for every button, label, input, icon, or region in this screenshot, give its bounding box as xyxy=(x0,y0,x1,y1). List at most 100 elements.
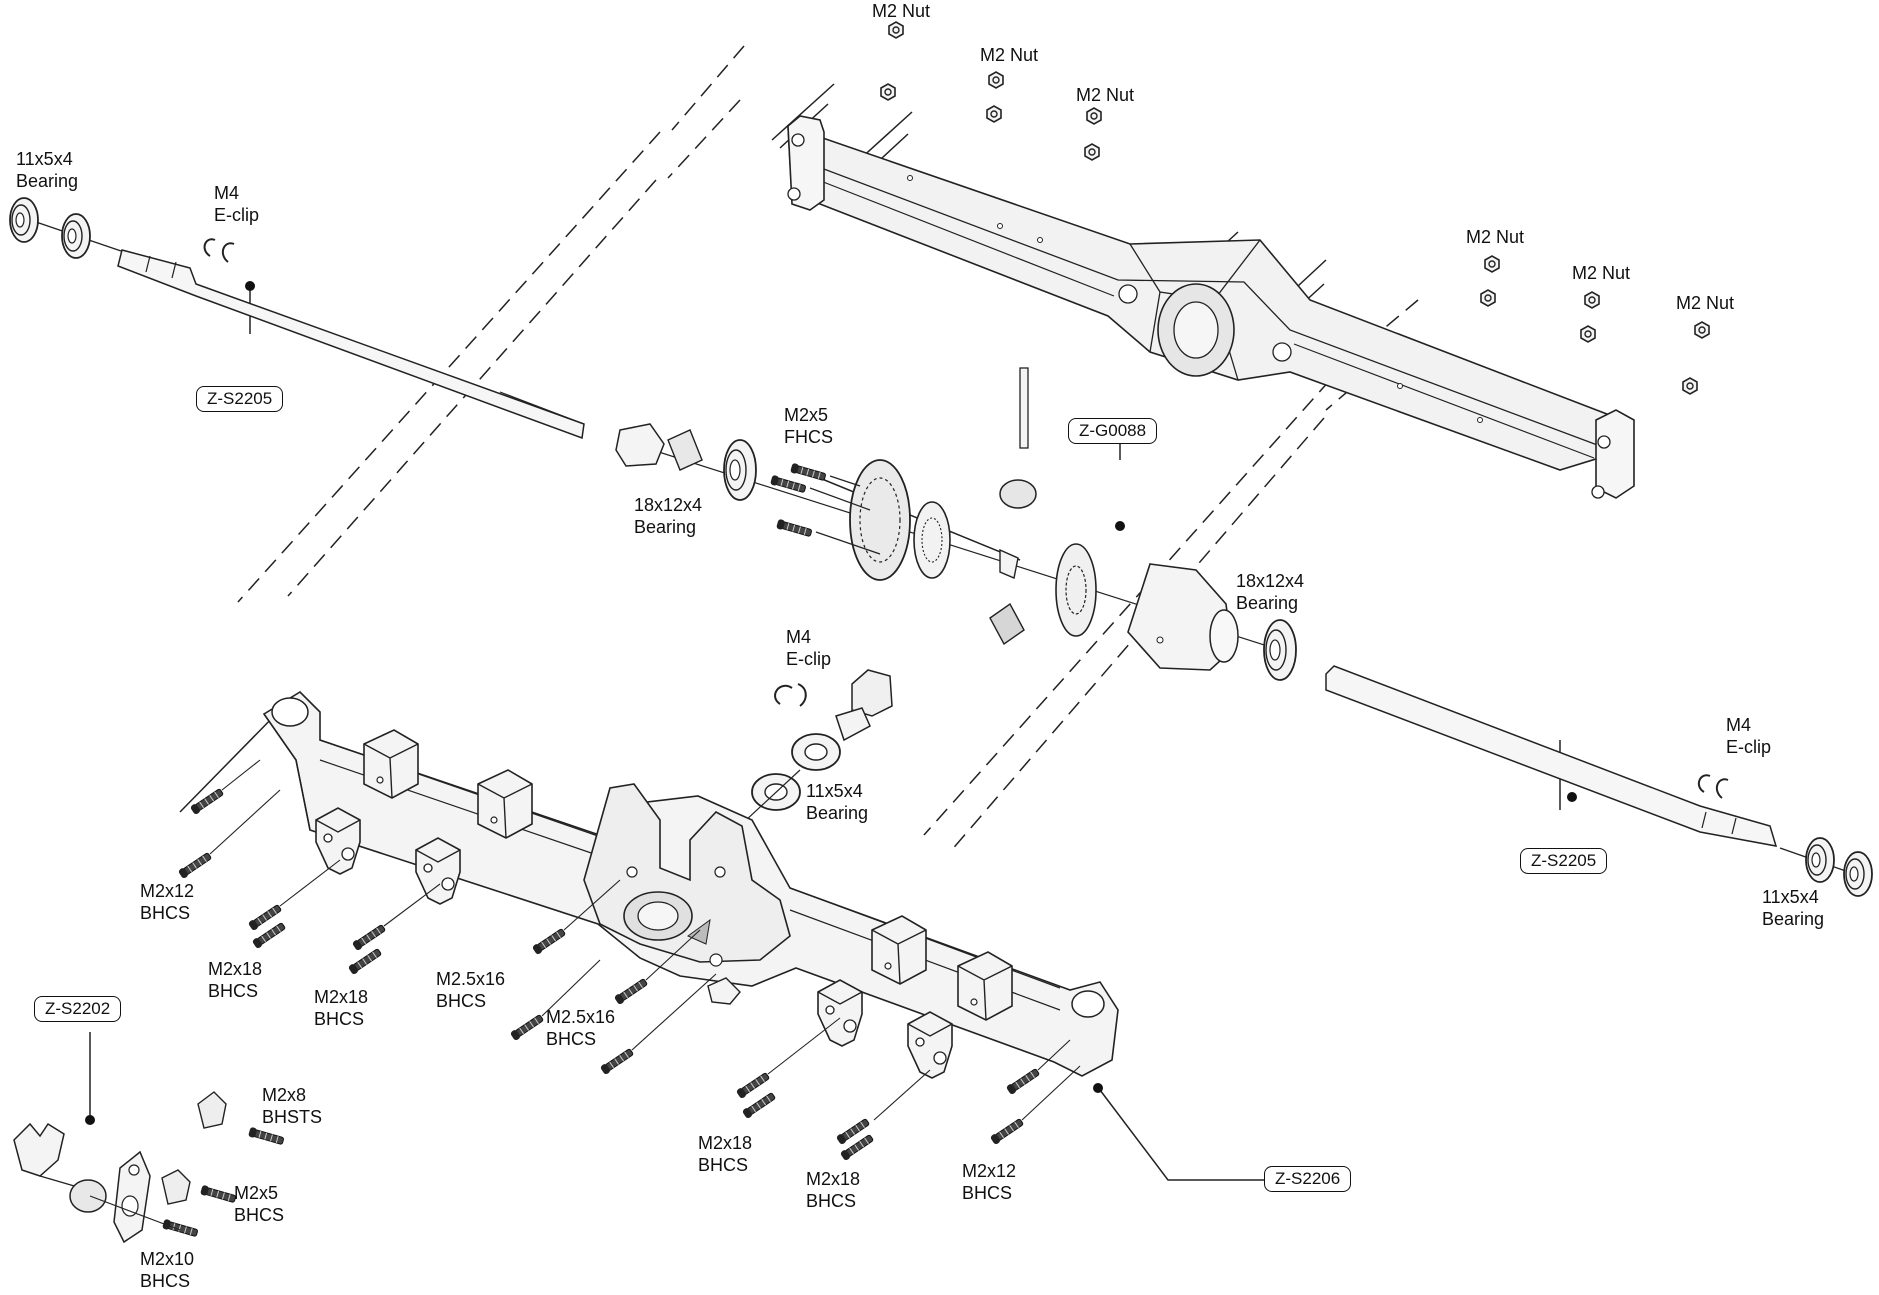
label-m25x16-bhcs: M2.5x16 BHCS xyxy=(436,968,505,1012)
label-line: 18x12x4 xyxy=(1236,571,1305,591)
label-line: Bearing xyxy=(16,171,79,191)
label-line: BHCS xyxy=(234,1205,285,1225)
label-line: M2x18 xyxy=(314,987,369,1007)
label-m2-nut: M2 Nut xyxy=(980,44,1038,66)
label-m4-eclip: M4 E-clip xyxy=(214,182,259,226)
label-line: BHCS xyxy=(140,903,191,923)
label-line: M2 Nut xyxy=(872,1,931,21)
label-line: Bearing xyxy=(634,517,697,537)
leader-dot xyxy=(245,281,255,291)
label-m4-eclip: M4 E-clip xyxy=(1726,714,1771,758)
guide-line xyxy=(671,45,745,131)
upper-axle-housing xyxy=(787,115,1635,499)
label-line: M2x12 xyxy=(140,881,195,901)
label-m2x18-bhcs: M2x18 BHCS xyxy=(208,958,262,1002)
label-line: E-clip xyxy=(214,205,260,225)
label-m2x12-bhcs: M2x12 BHCS xyxy=(962,1160,1016,1204)
label-11x5x4-bearing: 11x5x4 Bearing xyxy=(16,148,78,192)
nut-icon xyxy=(1682,377,1698,395)
label-line: M2x12 xyxy=(962,1161,1017,1181)
label-m2-nut: M2 Nut xyxy=(1572,262,1630,284)
label-line: BHSTS xyxy=(262,1107,323,1127)
label-m2x5-bhcs: M2x5 BHCS xyxy=(234,1182,284,1226)
label-line: Bearing xyxy=(1236,593,1299,613)
label-line: Bearing xyxy=(1762,909,1825,929)
lower-axle-housing xyxy=(262,690,1119,1079)
left-axle-shaft xyxy=(9,197,585,440)
label-line: FHCS xyxy=(784,427,833,447)
label-line: M4 xyxy=(1726,715,1752,735)
label-18x12x4-bearing: 18x12x4 Bearing xyxy=(634,494,702,538)
label-line: M2x5 xyxy=(784,405,829,425)
label-line: M2x10 xyxy=(140,1249,195,1269)
label-line: BHCS xyxy=(546,1029,597,1049)
differential-group xyxy=(615,367,1297,681)
label-line: M2x18 xyxy=(806,1169,861,1189)
label-line: M2 Nut xyxy=(1676,293,1735,313)
leader-dots xyxy=(85,281,1577,1125)
label-line: M4 xyxy=(786,627,812,647)
label-18x12x4-bearing: 18x12x4 Bearing xyxy=(1236,570,1304,614)
leader-dot xyxy=(1115,521,1125,531)
label-m25x16-bhcs: M2.5x16 BHCS xyxy=(546,1006,615,1050)
nut-icon xyxy=(1580,325,1596,343)
label-line: M2x5 xyxy=(234,1183,279,1203)
label-m2x8-bhsts: M2x8 BHSTS xyxy=(262,1084,322,1128)
label-line: BHCS xyxy=(698,1155,749,1175)
label-m2x18-bhcs: M2x18 BHCS xyxy=(314,986,368,1030)
nut-icon xyxy=(1584,291,1600,309)
part-tag-z-s2206: Z-S2206 xyxy=(1264,1166,1352,1192)
label-line: M4 xyxy=(214,183,240,203)
label-line: BHCS xyxy=(806,1191,857,1211)
label-m4-eclip: M4 E-clip xyxy=(786,626,831,670)
label-m2-nut: M2 Nut xyxy=(1676,292,1734,314)
label-line: M2x18 xyxy=(208,959,263,979)
part-tag-z-s2205: Z-S2205 xyxy=(1520,848,1608,874)
nut-icon xyxy=(1480,289,1496,307)
label-line: 11x5x4 xyxy=(1762,887,1819,907)
label-m2-nut: M2 Nut xyxy=(1466,226,1524,248)
part-tag-z-s2202: Z-S2202 xyxy=(34,996,122,1022)
label-line: 18x12x4 xyxy=(634,495,703,515)
label-line: BHCS xyxy=(314,1009,365,1029)
part-tag-z-g0088: Z-G0088 xyxy=(1068,418,1158,444)
guide-line xyxy=(923,379,1331,836)
part-tag-z-s2205: Z-S2205 xyxy=(196,386,284,412)
label-line: M2x8 xyxy=(262,1085,307,1105)
label-line: M2.5x16 xyxy=(436,969,506,989)
servo-saver-group xyxy=(13,1091,285,1244)
label-m2-nut: M2 Nut xyxy=(1076,84,1134,106)
label-line: 11x5x4 xyxy=(16,149,73,169)
label-line: BHCS xyxy=(208,981,259,1001)
nut-icon xyxy=(1484,255,1500,273)
leader-dot xyxy=(1567,792,1577,802)
leader-dot xyxy=(85,1115,95,1125)
nut-icon xyxy=(988,71,1004,89)
label-line: M2.5x16 xyxy=(546,1007,616,1027)
label-line: 11x5x4 xyxy=(806,781,863,801)
label-line: BHCS xyxy=(436,991,487,1011)
label-line: Bearing xyxy=(806,803,869,823)
label-line: M2 Nut xyxy=(1466,227,1525,247)
screw-leaders xyxy=(209,759,1081,1121)
label-line: M2 Nut xyxy=(980,45,1039,65)
label-line: BHCS xyxy=(962,1183,1013,1203)
label-line: M2 Nut xyxy=(1076,85,1135,105)
label-m2-nut: M2 Nut xyxy=(872,0,930,22)
nut-icon xyxy=(1086,107,1102,125)
leader-dot xyxy=(1093,1083,1103,1093)
label-11x5x4-bearing: 11x5x4 Bearing xyxy=(806,780,868,824)
nut-icon xyxy=(986,105,1002,123)
label-11x5x4-bearing: 11x5x4 Bearing xyxy=(1762,886,1824,930)
label-m2x12-bhcs: M2x12 BHCS xyxy=(140,880,194,924)
label-m2x5-fhcs: M2x5 FHCS xyxy=(784,404,833,448)
label-line: M2 Nut xyxy=(1572,263,1631,283)
label-m2x18-bhcs: M2x18 BHCS xyxy=(806,1168,860,1212)
label-m2x18-bhcs: M2x18 BHCS xyxy=(698,1132,752,1176)
label-line: BHCS xyxy=(140,1271,191,1291)
label-line: M2x18 xyxy=(698,1133,753,1153)
guide-line xyxy=(237,131,661,603)
nut-icon xyxy=(1084,143,1100,161)
nut-icon xyxy=(1694,321,1710,339)
